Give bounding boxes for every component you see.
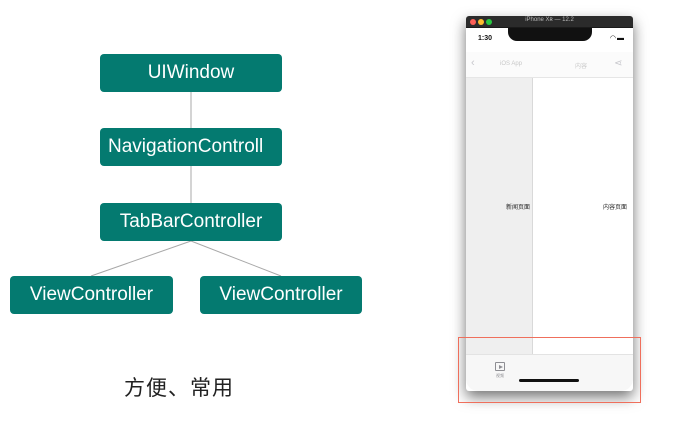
node-navigation-controller: NavigationControll <box>100 128 282 166</box>
tabbar-highlight-box <box>458 337 641 403</box>
phone-screen: 1:30 ◠▬ ‹ iOS App 内容 ⋖ 新闻页面 内容页面 视频 <box>466 28 633 391</box>
edge-tabbar-view-left <box>90 240 192 277</box>
nav-right-label[interactable]: 内容 <box>575 64 588 70</box>
news-list-pane[interactable] <box>466 78 533 354</box>
status-bar: 1:30 ◠▬ <box>466 28 633 52</box>
notch <box>508 28 592 41</box>
close-window-button[interactable] <box>470 19 476 25</box>
diagram-caption: 方便、常用 <box>124 376 234 400</box>
share-icon[interactable]: ⋖ <box>614 58 623 69</box>
simulator-title: iPhone Xʀ — 12.2 <box>525 17 574 23</box>
chevron-left-icon[interactable]: ‹ <box>471 57 475 69</box>
battery-icon: ▬ <box>617 35 625 42</box>
wifi-icon: ◠ <box>609 35 617 42</box>
node-tabbar-controller: TabBarController <box>100 203 282 241</box>
nav-title: iOS App <box>500 61 523 67</box>
status-icons: ◠▬ <box>610 34 625 42</box>
simulator-titlebar: iPhone Xʀ — 12.2 <box>466 16 633 28</box>
node-uiwindow: UIWindow <box>100 54 282 92</box>
content-page-label: 内容页面 <box>603 205 628 211</box>
tab-video[interactable]: 视频 <box>486 362 514 379</box>
play-square-icon <box>495 362 505 371</box>
home-indicator[interactable] <box>519 379 579 382</box>
news-page-label: 新闻页面 <box>506 205 531 211</box>
iphone-simulator-window: iPhone Xʀ — 12.2 1:30 ◠▬ ‹ iOS App 内容 ⋖ … <box>466 16 633 391</box>
zoom-window-button[interactable] <box>486 19 492 25</box>
navigation-bar: ‹ iOS App 内容 ⋖ <box>466 52 633 78</box>
node-view-controller-left: ViewController <box>10 276 173 314</box>
tab-video-label: 视频 <box>496 373 504 378</box>
edge-tabbar-view-right <box>190 240 282 277</box>
status-time: 1:30 <box>478 35 493 42</box>
tab-bar: 视频 <box>466 354 633 391</box>
content-pane[interactable] <box>534 78 633 354</box>
minimize-window-button[interactable] <box>478 19 484 25</box>
node-view-controller-right: ViewController <box>200 276 362 314</box>
